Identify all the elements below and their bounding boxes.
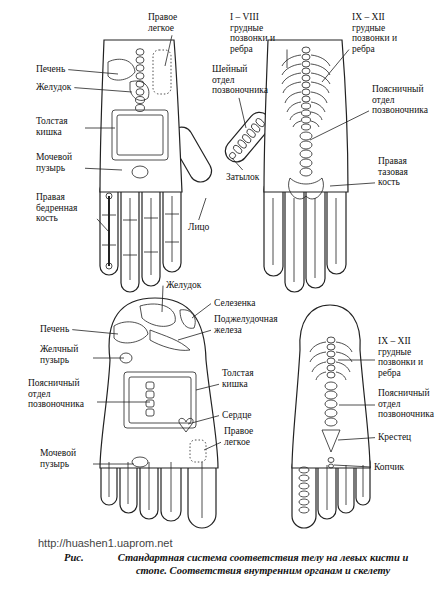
organ-label: Правая тазовая кость — [378, 156, 432, 188]
leader-line — [310, 111, 369, 140]
foot-back — [292, 305, 370, 528]
leader-line — [204, 442, 221, 450]
leader-line — [85, 168, 122, 170]
leader-line — [188, 416, 219, 424]
leader-line — [68, 70, 118, 74]
leader-line — [93, 358, 124, 359]
organ-label: Селезенка — [214, 298, 255, 309]
leader-line — [85, 128, 115, 129]
leader-line — [97, 402, 150, 403]
leader-line — [97, 219, 109, 232]
leader-line — [74, 88, 132, 92]
leader-line — [339, 405, 375, 406]
organ-label: Печень — [36, 64, 65, 75]
leader-line — [178, 330, 211, 340]
organ-label: Желудок — [36, 82, 71, 93]
organ-label: Шейный отдел позвоночника — [212, 64, 266, 96]
organ-label: Мочевой пузырь — [36, 152, 82, 173]
leader-line — [334, 465, 371, 467]
leader-line — [93, 464, 134, 465]
organ-label: Копчик — [374, 462, 404, 473]
organ-label: Желчный пузырь — [40, 344, 90, 365]
leader-line — [196, 384, 219, 390]
leader-line — [72, 330, 118, 334]
leader-line — [239, 98, 246, 128]
caption: Стандартная система соответствия телу на… — [104, 552, 422, 577]
leader-line — [287, 50, 288, 69]
leader-line — [338, 360, 375, 361]
organ-label: Поясничный отдел позвоночника — [372, 84, 432, 116]
organ-label: Печень — [40, 324, 69, 335]
palm-hand — [100, 40, 216, 292]
leader-line — [199, 198, 206, 220]
organ-label: Правая бедренная кость — [36, 192, 94, 224]
organ-label: Толстая кишка — [36, 116, 82, 137]
organ-label: Правое легкое — [224, 426, 272, 447]
leader-line — [330, 183, 375, 186]
back-hand — [221, 40, 348, 292]
organ-label: Поясничный отдел позвоночника — [378, 388, 434, 420]
organ-label: Мочевой пузырь — [40, 448, 90, 469]
leader-line — [338, 438, 375, 440]
organ-label: Желудок — [166, 280, 201, 291]
organ-label: Лицо — [188, 222, 209, 233]
leader-line — [165, 35, 172, 66]
organ-label: IX – XII грудные позвонки и ребра — [378, 336, 434, 379]
leader-line — [162, 286, 163, 312]
leader-line — [322, 50, 349, 83]
organ-label: Толстая кишка — [222, 368, 270, 389]
organ-label: IX – XII грудные позвонки и ребра — [352, 12, 408, 55]
figure-label: Рис. — [64, 552, 84, 564]
organ-label: Поджелудочная железа — [214, 314, 286, 335]
leader-line — [192, 304, 211, 318]
watermark: http://huashen1.uaprom.net — [38, 537, 173, 549]
organ-label: I – VIII грудные позвонки и ребра — [230, 12, 284, 55]
organ-label: Поясничный отдел позвоночника — [28, 378, 94, 410]
organ-label: Правое легкое — [148, 12, 196, 33]
organ-label: Крестец — [378, 432, 411, 443]
leader-line — [232, 158, 243, 170]
organ-label: Затылок — [226, 172, 259, 183]
organ-label: Сердце — [222, 410, 251, 421]
foot-sole — [100, 298, 218, 528]
